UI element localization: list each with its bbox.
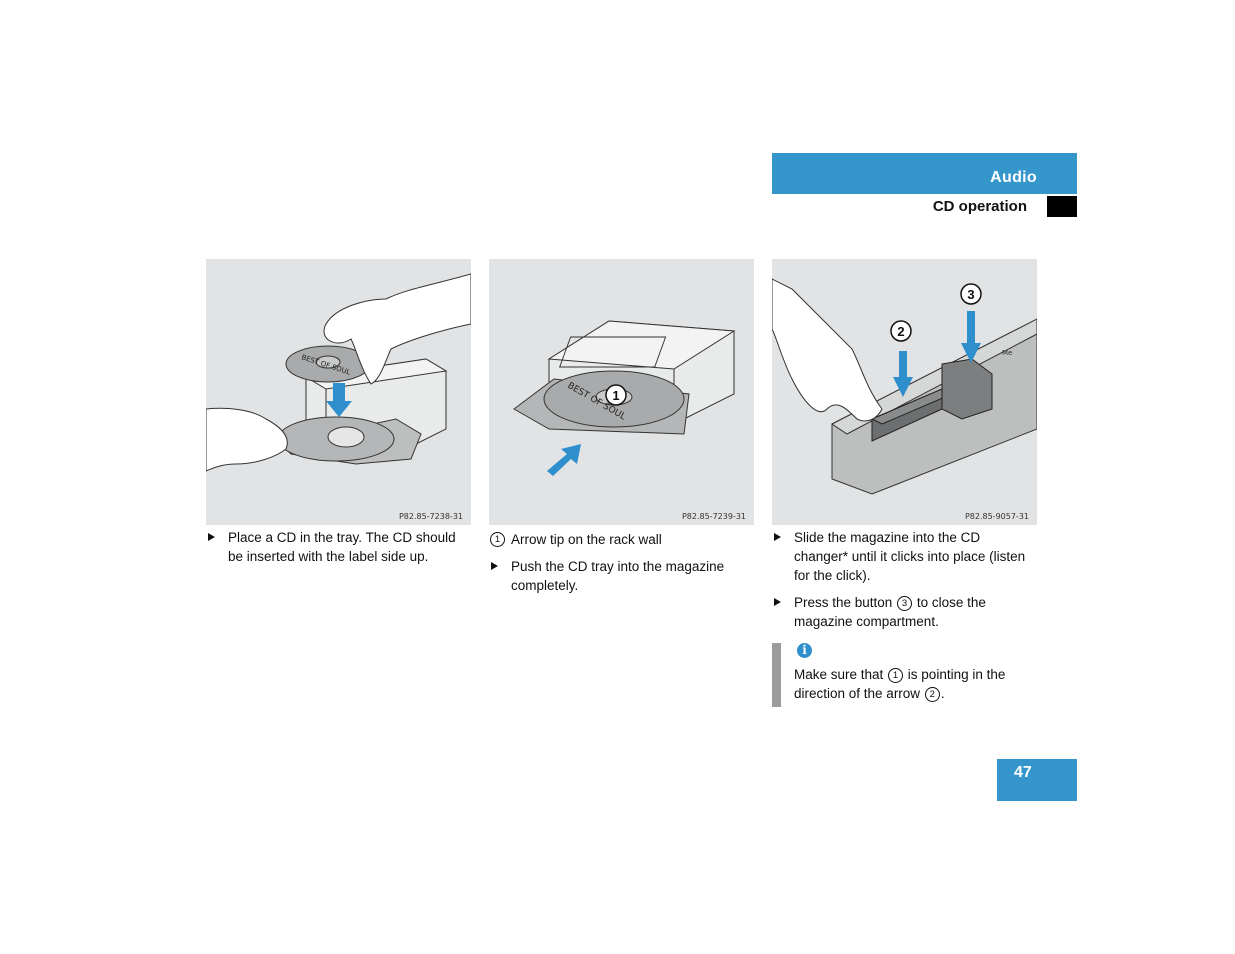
figure-insert-magazine-illustration: Me 2 3 — [772, 278, 1037, 495]
figure-insert-magazine: Me 2 3 P82.85-9057-31 — [772, 259, 1037, 525]
instruction-text: Press the button — [794, 595, 897, 610]
instruction-item: Slide the magazine into the CD changer* … — [772, 528, 1037, 585]
note-text-part: . — [940, 686, 945, 701]
figure-insert-cd-illustration: BEST OF SOUL — [206, 273, 471, 472]
note-text: Make sure that 1 is pointing in the dire… — [794, 665, 1039, 703]
figure-push-tray-illustration: BEST OF SOUL 1 — [513, 320, 736, 476]
ref-number: 2 — [924, 687, 940, 702]
note-text-part: Make sure that — [794, 667, 888, 682]
instruction-item: Place a CD in the tray. The CD should be… — [206, 528, 471, 566]
instruction-item: Push the CD tray into the magazine compl… — [489, 557, 754, 595]
page-number: 47 — [1014, 764, 1032, 781]
column-2-text: 1 Arrow tip on the rack wall Push the CD… — [489, 530, 754, 603]
instruction-text: Push the CD tray into the magazine compl… — [511, 559, 725, 593]
svg-text:Me: Me — [1002, 349, 1012, 357]
section-header-bar: Audio — [772, 153, 1077, 194]
figure-code: P82.85-7238-31 — [398, 512, 463, 521]
section-title: Audio — [990, 169, 1037, 186]
subsection-title: CD operation — [932, 198, 1027, 215]
subsection-marker — [1047, 196, 1077, 217]
note-bar — [772, 643, 781, 707]
instruction-text: Slide the magazine into the CD changer* … — [794, 530, 1026, 583]
bullet-icon — [774, 598, 781, 606]
legend-text: Arrow tip on the rack wall — [511, 532, 662, 547]
callout-3: 3 — [967, 287, 974, 302]
instruction-text: Place a CD in the tray. The CD should be… — [228, 530, 456, 564]
note-text-part: is pointing in the direction of the arro… — [794, 667, 1006, 701]
column-1-text: Place a CD in the tray. The CD should be… — [206, 528, 471, 574]
column-3-text: Slide the magazine into the CD changer* … — [772, 528, 1037, 639]
figure-push-tray: BEST OF SOUL 1 P82.85-7239-31 — [489, 259, 754, 525]
legend-number: 1 — [490, 532, 505, 547]
bullet-icon — [208, 533, 215, 541]
ref-number: 3 — [897, 596, 913, 611]
bullet-icon — [774, 533, 781, 541]
callout-2: 2 — [897, 324, 904, 339]
instruction-item: Press the button 3 to close the magazine… — [772, 593, 1037, 631]
legend-item: 1 Arrow tip on the rack wall — [489, 530, 754, 549]
ref-number: 1 — [888, 668, 904, 683]
bullet-icon — [491, 562, 498, 570]
info-icon: i — [797, 643, 812, 658]
instruction-text: to close the magazine compartment. — [794, 595, 986, 629]
figure-insert-cd: BEST OF SOUL P82.85-7238-31 — [206, 259, 471, 525]
figure-code: P82.85-9057-31 — [964, 512, 1029, 521]
figure-code: P82.85-7239-31 — [681, 512, 746, 521]
page-number-box: 47 — [997, 759, 1077, 801]
callout-1: 1 — [612, 388, 619, 403]
